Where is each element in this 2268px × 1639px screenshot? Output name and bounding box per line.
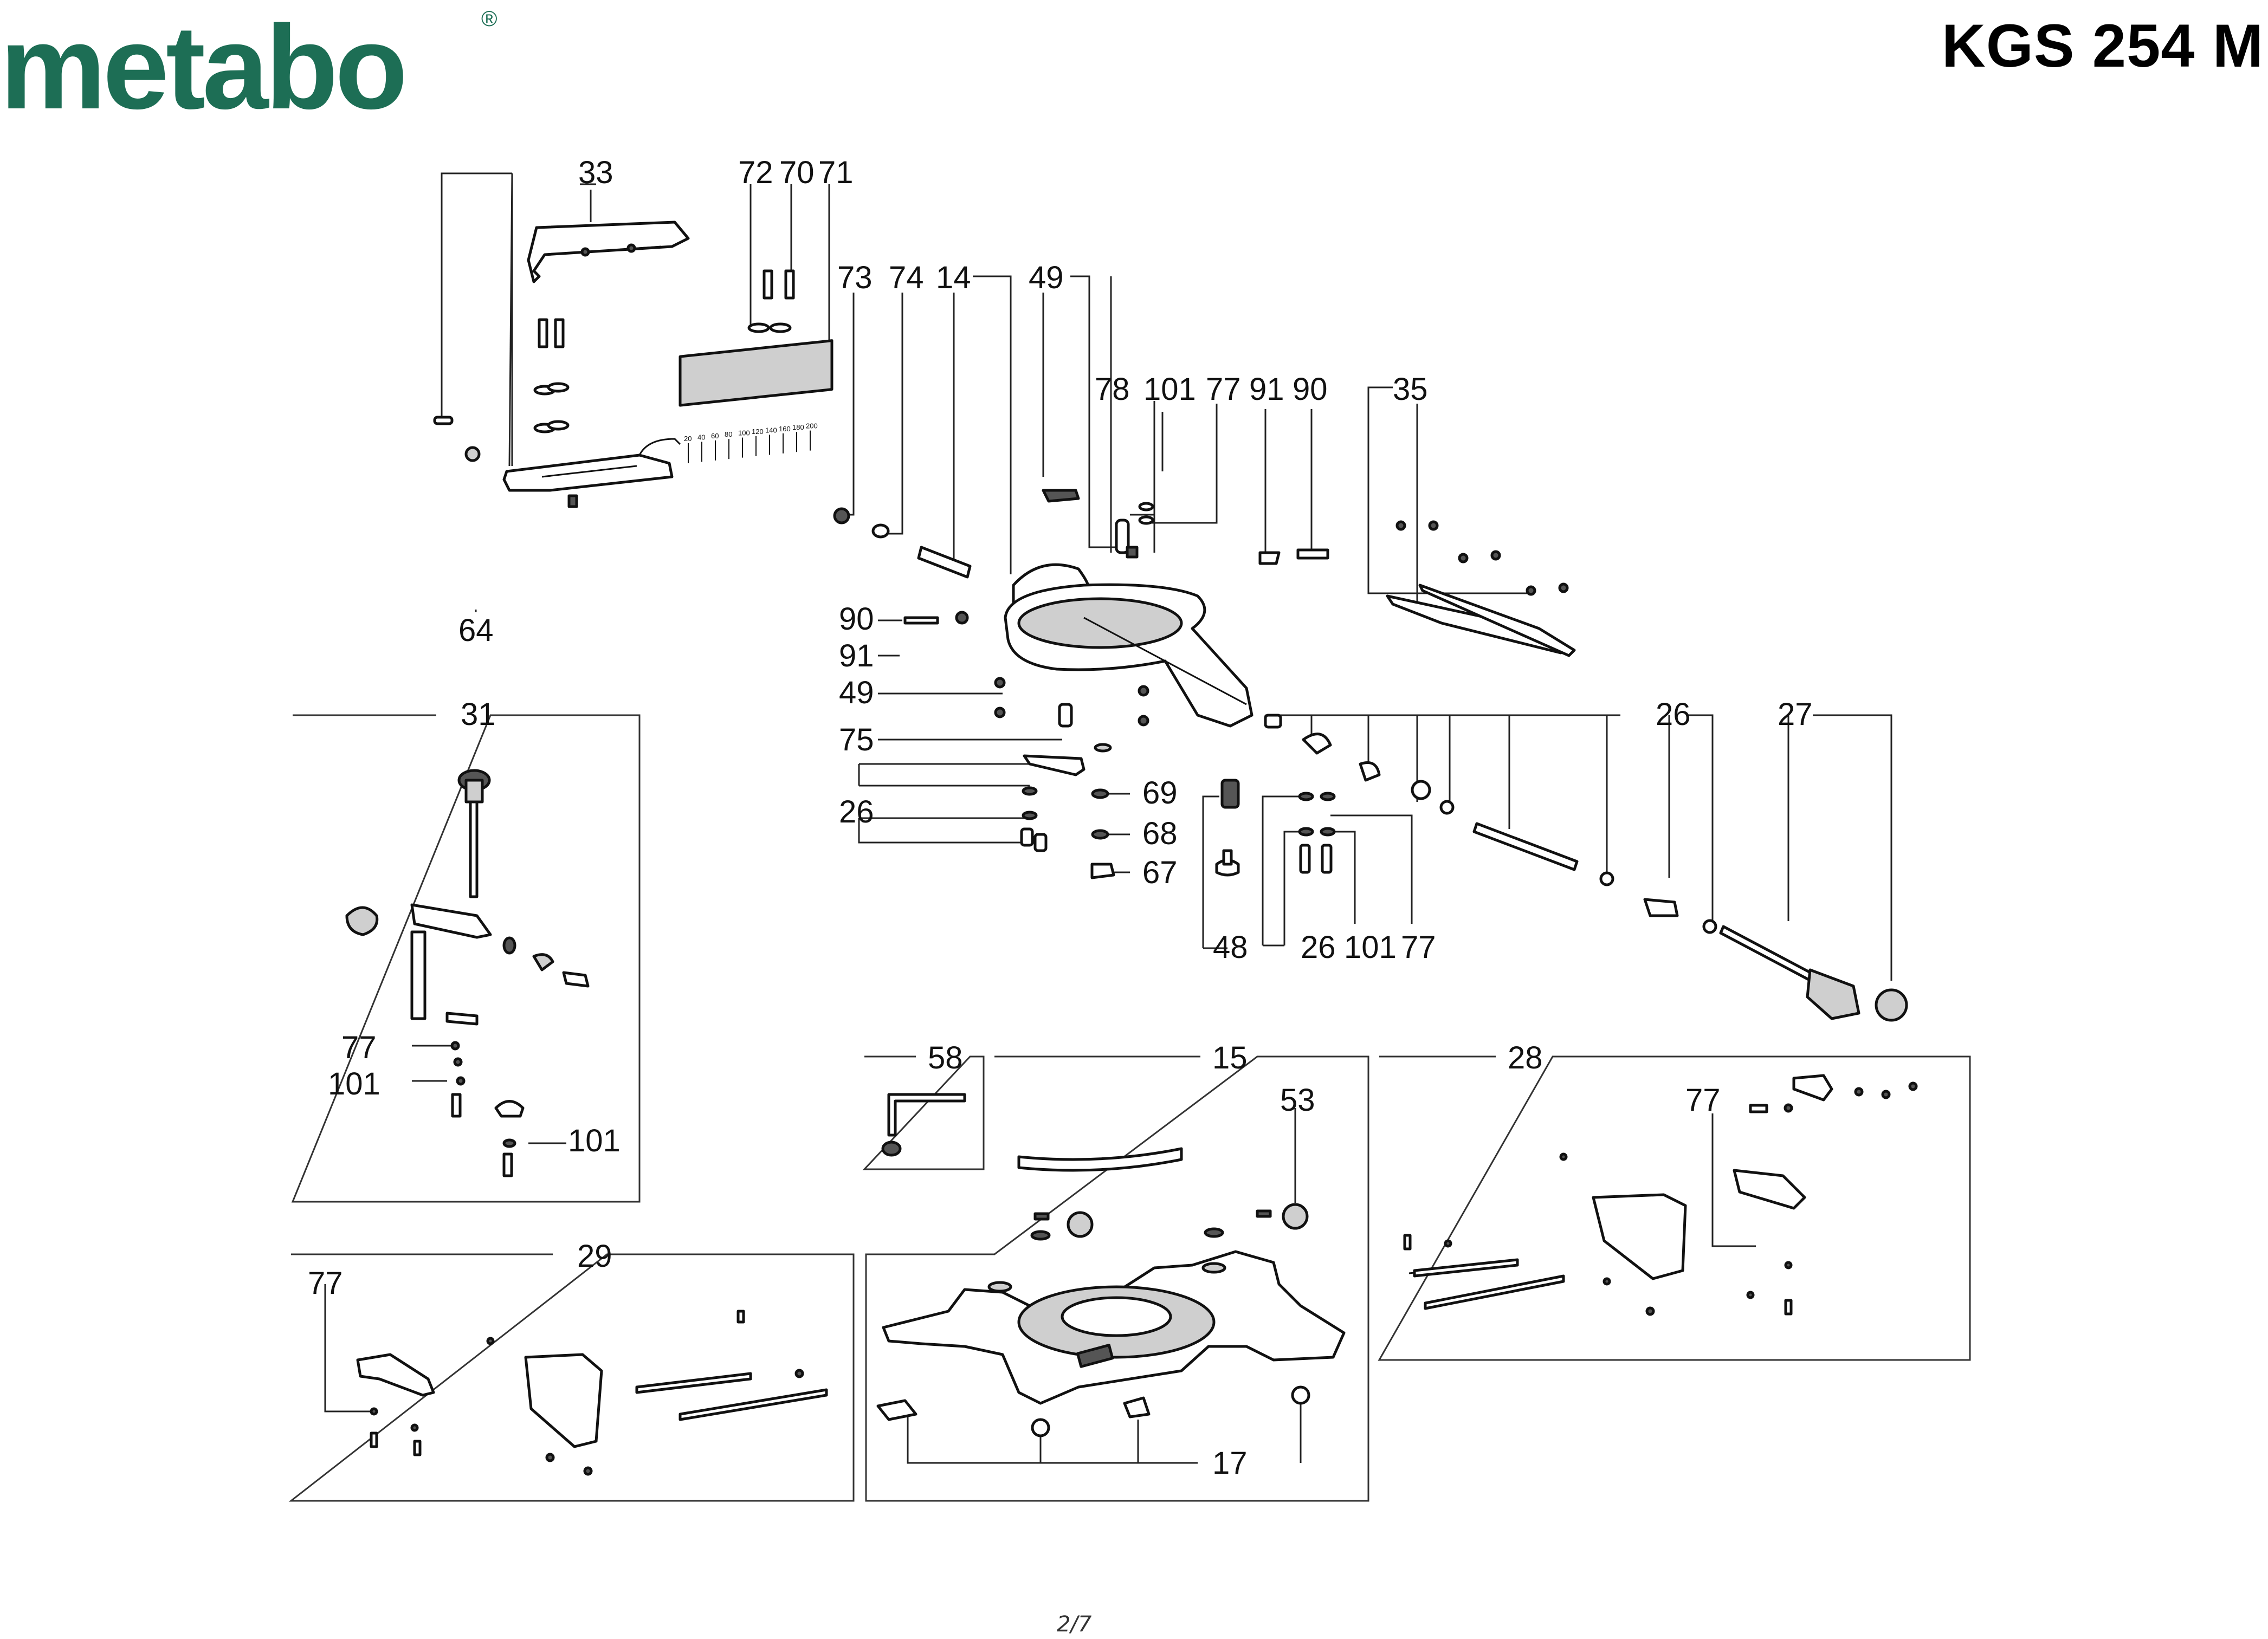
callout-49-mid: 49 (839, 675, 874, 710)
callout-101-bottom: 101 (1344, 930, 1397, 965)
callout-68: 68 (1142, 816, 1178, 851)
callout-74: 74 (889, 260, 924, 295)
scale-tick-label: 120 (752, 427, 764, 436)
callout-73: 73 (837, 260, 873, 295)
page-number: 2/7 (1057, 1612, 1092, 1637)
callout-91-top: 91 (1249, 372, 1284, 407)
callout-15: 15 (1212, 1040, 1248, 1076)
box-31 (291, 714, 641, 1203)
callout-53: 53 (1280, 1083, 1315, 1118)
callout-90-mid: 90 (839, 601, 874, 637)
callout-101-top: 101 (1143, 372, 1196, 407)
group-boxes (288, 714, 1971, 1502)
callout-77-top: 77 (1206, 372, 1241, 407)
callout-77-box28: 77 (1685, 1083, 1721, 1118)
box-28 (1378, 1055, 1971, 1361)
logo-wordmark: metabo (0, 1, 404, 125)
callout-77-box31: 77 (341, 1030, 377, 1065)
callout-28: 28 (1508, 1040, 1543, 1076)
callout-14: 14 (936, 260, 971, 295)
scale-tick-label: 20 (684, 435, 692, 443)
callout-101-box31-b: 101 (568, 1123, 621, 1158)
registered-mark: ® (481, 7, 497, 31)
callout-33: 33 (578, 155, 613, 190)
callout-26-right: 26 (1656, 697, 1691, 732)
callout-69: 69 (1142, 775, 1178, 811)
callout-48: 48 (1213, 930, 1248, 965)
callout-49-top: 49 (1029, 260, 1064, 295)
callout-78: 78 (1095, 372, 1130, 407)
scale-tick-label: 140 (765, 426, 777, 434)
box-29 (288, 1253, 855, 1502)
callout-17: 17 (1212, 1446, 1248, 1481)
scale-tick-label: 40 (697, 433, 705, 441)
box-58 (862, 1055, 985, 1170)
callout-77-box29: 77 (308, 1266, 343, 1301)
callout-72: 72 (738, 155, 773, 190)
scale-tick-label: 160 (779, 425, 791, 433)
callout-90-top: 90 (1293, 372, 1328, 407)
metabo-logo: metabo ® (0, 1, 497, 125)
callout-101-box31-a: 101 (328, 1066, 380, 1102)
depth-stop-assembly (345, 769, 590, 1177)
callout-27: 27 (1778, 697, 1813, 732)
right-extension-assembly (1403, 1074, 1918, 1316)
model-title: KGS 254 M (1941, 12, 2264, 80)
callout-26-left: 26 (839, 794, 874, 830)
scale-tick-label: 80 (725, 430, 732, 438)
callout-58: 58 (928, 1040, 963, 1076)
scale-tick-label: 200 (806, 422, 818, 430)
left-extension-assembly (356, 1310, 828, 1476)
callout-64: 64 (458, 613, 494, 648)
scale-tick-label: 180 (792, 423, 804, 431)
scale-tick-label: 100 (738, 429, 750, 437)
callout-26-bottom: 26 (1301, 930, 1336, 965)
turntable-arm-assembly (833, 489, 1576, 879)
callout-70: 70 (779, 155, 815, 190)
bevel-lock-assembly (1264, 714, 1908, 1022)
callout-35: 35 (1393, 372, 1428, 407)
callout-77-bottom: 77 (1401, 930, 1436, 965)
callout-71: 71 (818, 155, 854, 190)
callout-91-mid: 91 (839, 638, 874, 673)
callout-67: 67 (1142, 855, 1178, 890)
base-assembly (876, 1147, 1346, 1437)
callout-29: 29 (577, 1239, 612, 1274)
callout-labels: 33 72 70 71 73 74 14 49 78 101 77 91 90 … (308, 155, 1813, 1481)
callout-31: 31 (461, 697, 496, 732)
box-15 (865, 1055, 1369, 1502)
scale-tick-label: 60 (711, 432, 719, 440)
hex-key (881, 1093, 966, 1157)
callout-75: 75 (839, 722, 874, 757)
